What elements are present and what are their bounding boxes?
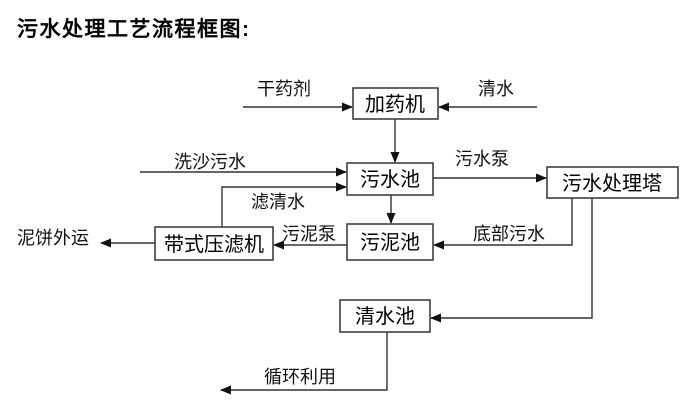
- node-sewage-pool-label: 污水池: [360, 168, 420, 191]
- edge-filtered-water-to-sewage-pool: [221, 182, 347, 227]
- label-mud-cake-shipped-out: 泥饼外运: [17, 228, 89, 248]
- label-sand-washing-sewage: 洗沙污水: [174, 152, 246, 172]
- label-dry-agent: 干药剂: [257, 79, 311, 99]
- label-clean-water: 清水: [478, 79, 514, 99]
- edge-treatment-tower-to-clean-water-pool: [430, 198, 593, 323]
- label-sewage-pump: 污水泵: [455, 149, 509, 169]
- node-clean-water-pool: 清水池: [339, 299, 431, 333]
- node-sewage-pool-box: [346, 162, 434, 196]
- node-belt-filter-press-box: [154, 226, 274, 261]
- node-clean-water-pool-box: [339, 299, 431, 333]
- node-sludge-pool-label: 污泥池: [360, 231, 420, 254]
- node-sewage-treatment-tower-label: 污水处理塔: [562, 172, 662, 195]
- edge-bottom-sewage-to-sludge-pool: [433, 198, 573, 250]
- edge-recycling-reuse: [220, 332, 388, 395]
- label-recycling-reuse: 循环利用: [264, 367, 336, 387]
- node-dosing-machine-label: 加药机: [365, 93, 425, 116]
- node-sewage-treatment-tower-box: [546, 166, 679, 199]
- node-dosing-machine-box: [352, 87, 439, 120]
- diagram-title: 污水处理工艺流程框图:: [17, 17, 251, 41]
- node-belt-filter-press-label: 带式压滤机: [164, 233, 264, 256]
- label-bottom-sewage: 底部污水: [473, 224, 545, 244]
- node-belt-filter-press: 带式压滤机: [154, 226, 274, 261]
- node-sludge-pool-box: [346, 223, 434, 261]
- node-sewage-pool: 污水池: [346, 162, 434, 196]
- node-clean-water-pool-label: 清水池: [355, 305, 415, 328]
- node-sludge-pool: 污泥池: [346, 223, 434, 261]
- label-sludge-pump: 污泥泵: [282, 224, 336, 244]
- node-dosing-machine: 加药机: [352, 87, 439, 120]
- node-sewage-treatment-tower: 污水处理塔: [546, 166, 679, 199]
- label-filtered-water: 滤清水: [251, 192, 305, 212]
